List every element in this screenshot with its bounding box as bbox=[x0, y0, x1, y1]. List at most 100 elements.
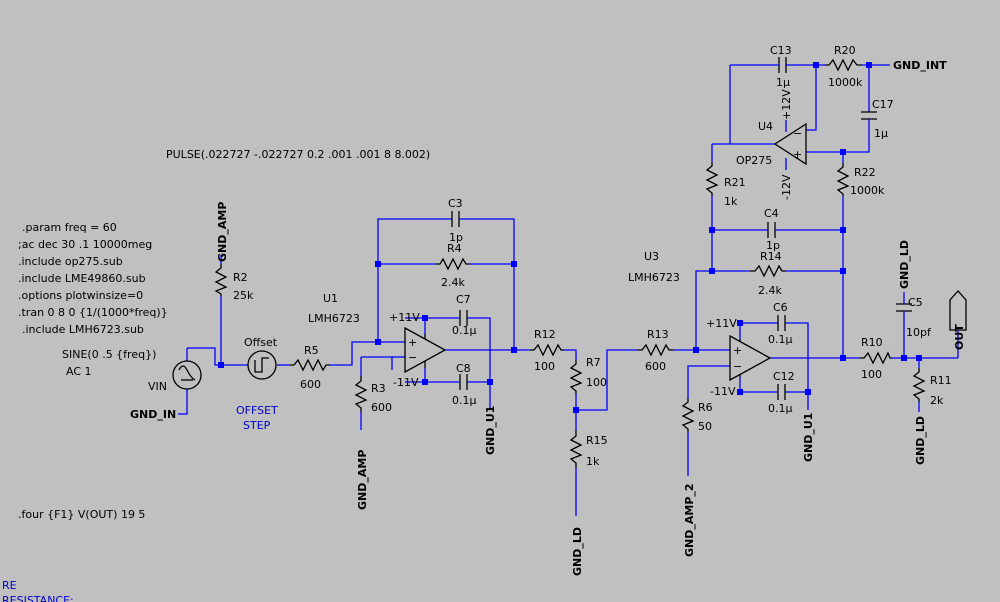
resistor-r22[interactable] bbox=[836, 163, 850, 196]
c6-value: 0.1µ bbox=[768, 333, 793, 346]
c8-name: C8 bbox=[456, 362, 471, 375]
vin-source-symbol[interactable] bbox=[172, 348, 202, 400]
r10-name: R10 bbox=[861, 336, 883, 349]
resistor-r12[interactable] bbox=[530, 343, 564, 357]
c12-value: 0.1µ bbox=[768, 402, 793, 415]
r11-value: 2k bbox=[930, 394, 944, 407]
net-out: OUT bbox=[953, 324, 966, 350]
capacitor-c5[interactable] bbox=[896, 303, 912, 318]
u3-plus: + bbox=[733, 344, 742, 357]
c4-value: 1p bbox=[766, 239, 780, 252]
resistor-r3[interactable] bbox=[354, 376, 368, 412]
directive-param: .param freq = 60 bbox=[22, 221, 117, 234]
r5-name: R5 bbox=[304, 344, 319, 357]
net-gnd-u1-stage1: GND_U1 bbox=[484, 406, 497, 455]
r3-value: 600 bbox=[371, 401, 392, 414]
u3-minus: − bbox=[733, 360, 742, 373]
net-gnd-amp-r3: GND_AMP bbox=[356, 450, 369, 510]
r20-name: R20 bbox=[834, 44, 856, 57]
r15-value: 1k bbox=[586, 455, 600, 468]
net-gnd-ld-r11: GND_LD bbox=[914, 416, 927, 465]
c13-name: C13 bbox=[770, 44, 792, 57]
directive-include-lme: .include LME49860.sub bbox=[18, 272, 146, 285]
resistor-r13[interactable] bbox=[637, 343, 673, 357]
resistor-r5[interactable] bbox=[290, 358, 330, 372]
opamp-u1[interactable] bbox=[404, 326, 447, 374]
offset-source-symbol[interactable] bbox=[247, 350, 277, 380]
net-gnd-ld-r15: GND_LD bbox=[571, 527, 584, 576]
u1-neg-supply: -11V bbox=[393, 376, 419, 389]
r6-name: R6 bbox=[698, 401, 713, 414]
resistor-r6[interactable] bbox=[681, 398, 695, 432]
offset-note-2: STEP bbox=[243, 419, 271, 432]
out-port[interactable] bbox=[949, 290, 967, 331]
opamp-u4[interactable] bbox=[773, 122, 807, 166]
r2-name: R2 bbox=[233, 271, 248, 284]
c7-value: 0.1µ bbox=[452, 324, 477, 337]
capacitor-c6[interactable] bbox=[775, 315, 789, 331]
r11-name: R11 bbox=[930, 374, 952, 387]
resistor-r7[interactable] bbox=[569, 360, 583, 394]
c3-value: 1p bbox=[449, 231, 463, 244]
net-flag-ticks bbox=[220, 255, 809, 410]
vin-ac-spec: AC 1 bbox=[66, 365, 92, 378]
resistor-r2[interactable] bbox=[214, 264, 228, 296]
resistor-r21[interactable] bbox=[705, 162, 719, 196]
resistor-r4[interactable] bbox=[436, 257, 470, 271]
opamp-u3[interactable] bbox=[729, 334, 772, 382]
offset-pulse-spec: PULSE(.022727 -.022727 0.2 .001 .001 8 8… bbox=[166, 148, 430, 161]
c6-name: C6 bbox=[773, 301, 788, 314]
c8-value: 0.1µ bbox=[452, 394, 477, 407]
u1-minus: − bbox=[408, 351, 417, 364]
directive-include-op275: .include op275.sub bbox=[18, 255, 123, 268]
u1-plus: + bbox=[408, 336, 417, 349]
resistor-r14[interactable] bbox=[750, 264, 786, 278]
net-gnd-int: GND_INT bbox=[893, 59, 947, 72]
r20-value: 1000k bbox=[828, 76, 863, 89]
c17-value: 1µ bbox=[874, 127, 888, 140]
net-gnd-amp-2: GND_AMP_2 bbox=[683, 483, 696, 557]
c17-name: C17 bbox=[872, 98, 894, 111]
r10-value: 100 bbox=[861, 368, 882, 381]
capacitor-c8[interactable] bbox=[457, 374, 470, 390]
r13-name: R13 bbox=[647, 328, 669, 341]
directive-ac: ;ac dec 30 .1 10000meg bbox=[18, 238, 152, 251]
capacitor-c17[interactable] bbox=[861, 111, 877, 124]
directive-four: .four {F1} V(OUT) 19 5 bbox=[18, 508, 145, 521]
u4-minus: − bbox=[793, 127, 802, 140]
resistor-r11[interactable] bbox=[912, 368, 926, 402]
r13-value: 600 bbox=[645, 360, 666, 373]
u4-plus: + bbox=[793, 148, 802, 161]
r7-name: R7 bbox=[586, 356, 601, 369]
resistor-r20[interactable] bbox=[825, 58, 862, 72]
u3-neg-supply: -11V bbox=[710, 385, 736, 398]
c7-name: C7 bbox=[456, 293, 471, 306]
u1-model: LMH6723 bbox=[308, 312, 360, 325]
capacitor-c13[interactable] bbox=[776, 57, 789, 73]
junctions bbox=[218, 62, 922, 413]
r14-value: 2.4k bbox=[758, 284, 782, 297]
net-gnd-u1-stage2: GND_U1 bbox=[802, 413, 815, 462]
resistor-r15[interactable] bbox=[569, 430, 583, 468]
r22-value: 1000k bbox=[850, 184, 885, 197]
directive-tran: .tran 0 8 0 {1/(1000*freq)} bbox=[18, 306, 168, 319]
wires bbox=[178, 64, 959, 516]
offset-label: Offset bbox=[244, 336, 278, 349]
u4-pos-supply: +12V bbox=[780, 89, 793, 120]
note-resistance: RESISTANCE: bbox=[2, 594, 74, 602]
note-re: RE bbox=[2, 579, 17, 592]
r2-value: 25k bbox=[233, 289, 254, 302]
r21-name: R21 bbox=[724, 176, 746, 189]
capacitor-c3[interactable] bbox=[448, 211, 463, 227]
u4-model: OP275 bbox=[736, 154, 772, 167]
capacitor-c12[interactable] bbox=[775, 384, 789, 400]
r12-value: 100 bbox=[534, 360, 555, 373]
capacitor-c4[interactable] bbox=[765, 222, 779, 238]
r5-value: 600 bbox=[300, 378, 321, 391]
capacitor-c7[interactable] bbox=[457, 310, 470, 326]
r22-name: R22 bbox=[854, 166, 876, 179]
resistor-r10[interactable] bbox=[860, 351, 892, 365]
r12-name: R12 bbox=[534, 328, 556, 341]
c5-name: C5 bbox=[908, 296, 923, 309]
